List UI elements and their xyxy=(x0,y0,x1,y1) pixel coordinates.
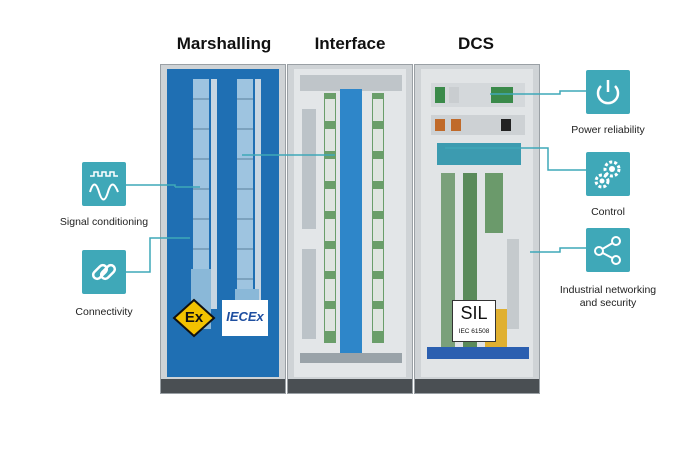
dcs-plinth xyxy=(415,379,539,393)
marshalling-panel-art xyxy=(191,79,261,329)
interface-panel-art xyxy=(300,75,402,363)
power-icon xyxy=(586,70,630,114)
heading-interface: Interface xyxy=(314,34,386,53)
ex-badge: Ex xyxy=(172,298,216,338)
ex-badge-text: Ex xyxy=(184,309,204,326)
heading-marshalling: Marshalling xyxy=(176,34,272,53)
gears-icon xyxy=(586,152,630,196)
connectivity-label: Connectivity xyxy=(75,306,133,318)
interface-cabinet xyxy=(287,64,413,394)
iecex-badge-text: IECEx xyxy=(226,309,264,324)
signal-label: Signal conditioning xyxy=(59,216,149,228)
sil-badge-subtext: IEC 61508 xyxy=(458,328,490,335)
network-icon xyxy=(586,228,630,272)
sil-badge-text: SIL xyxy=(460,303,488,323)
iecex-badge: IECEx xyxy=(222,300,268,336)
marshalling-plinth xyxy=(161,379,285,393)
link-icon xyxy=(82,250,126,294)
heading-dcs: DCS xyxy=(458,34,494,53)
control-label: Control xyxy=(591,206,625,218)
waveform-icon xyxy=(82,162,126,206)
interface-plinth xyxy=(288,379,412,393)
sil-badge: SIL IEC 61508 xyxy=(452,300,496,342)
networking-label-line2: and security xyxy=(579,297,637,309)
power-label: Power reliability xyxy=(571,124,645,136)
networking-label-line1: Industrial networking xyxy=(559,284,657,296)
networking-label: Industrial networking and security xyxy=(540,284,676,310)
